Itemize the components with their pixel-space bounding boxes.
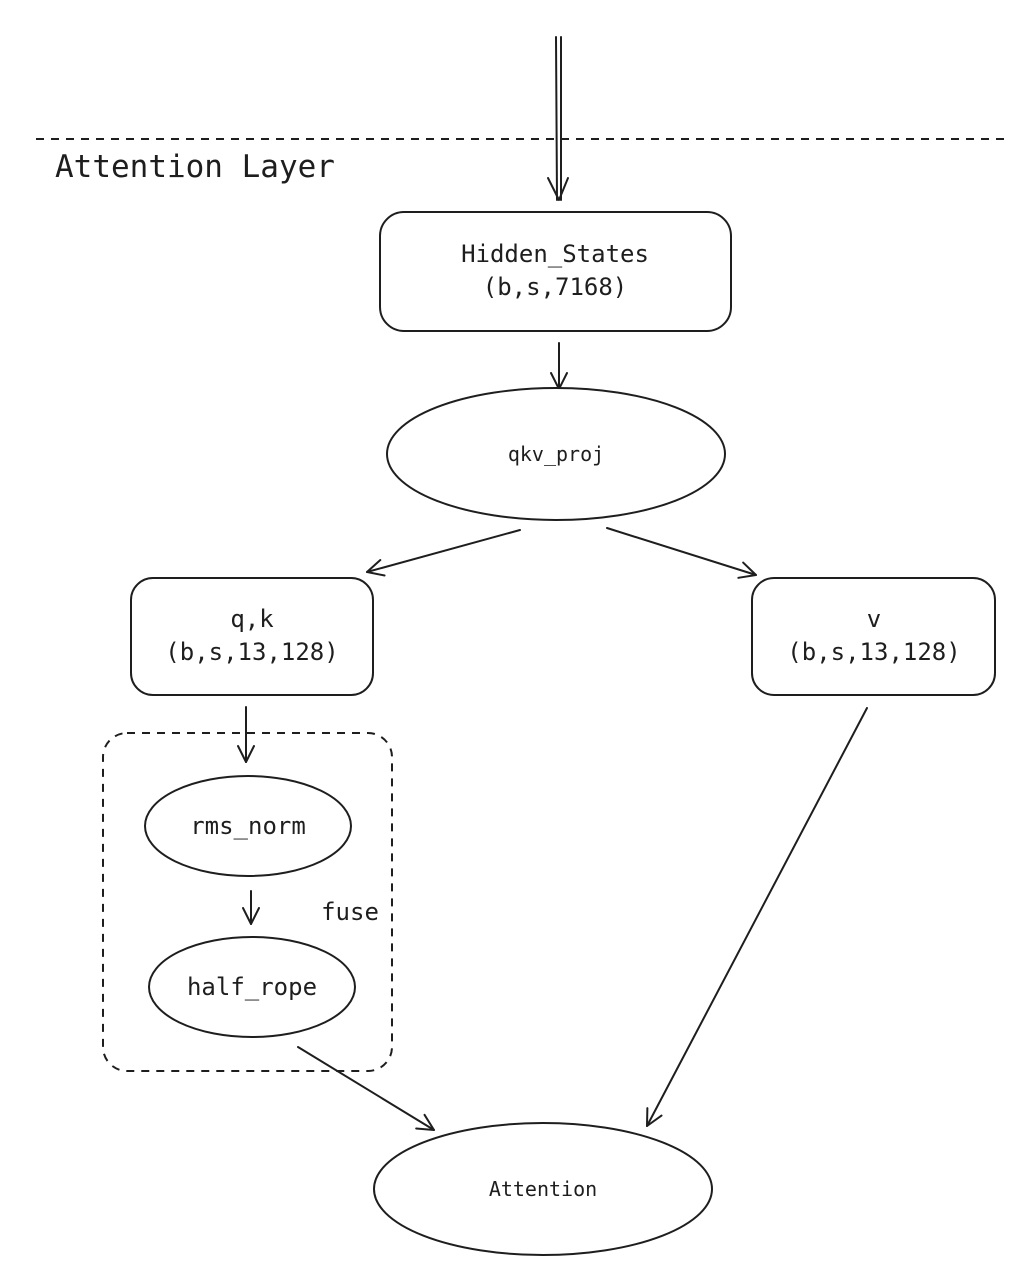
input-arrow: [547, 36, 569, 201]
hidden-states-node: Hidden_States (b,s,7168): [379, 211, 732, 332]
hidden-states-shape: (b,s,7168): [483, 273, 628, 301]
layer-title: Attention Layer: [55, 149, 335, 185]
v-name: v: [867, 605, 881, 633]
arrow-half-rope-to-attention: [297, 1046, 435, 1131]
half-rope-node: half_rope: [148, 936, 356, 1038]
arrow-v-to-attention: [646, 707, 868, 1127]
fuse-group-label: fuse: [321, 898, 379, 926]
qk-shape: (b,s,13,128): [165, 638, 338, 666]
arrow-qkv-to-qk: [366, 529, 521, 577]
qkv-proj-label: qkv_proj: [508, 442, 604, 466]
v-shape: (b,s,13,128): [787, 638, 960, 666]
fuse-group-box: [102, 732, 393, 1072]
attention-label: Attention: [489, 1177, 597, 1201]
attention-node: Attention: [373, 1122, 713, 1256]
half-rope-label: half_rope: [187, 973, 317, 1001]
qkv-proj-node: qkv_proj: [386, 387, 726, 521]
qk-node: q,k (b,s,13,128): [130, 577, 374, 696]
hidden-states-name: Hidden_States: [461, 240, 649, 268]
qk-name: q,k: [230, 605, 274, 633]
rms-norm-label: rms_norm: [190, 812, 306, 840]
arrow-qkv-to-v: [606, 527, 757, 579]
v-node: v (b,s,13,128): [751, 577, 996, 696]
rms-norm-node: rms_norm: [144, 775, 352, 877]
